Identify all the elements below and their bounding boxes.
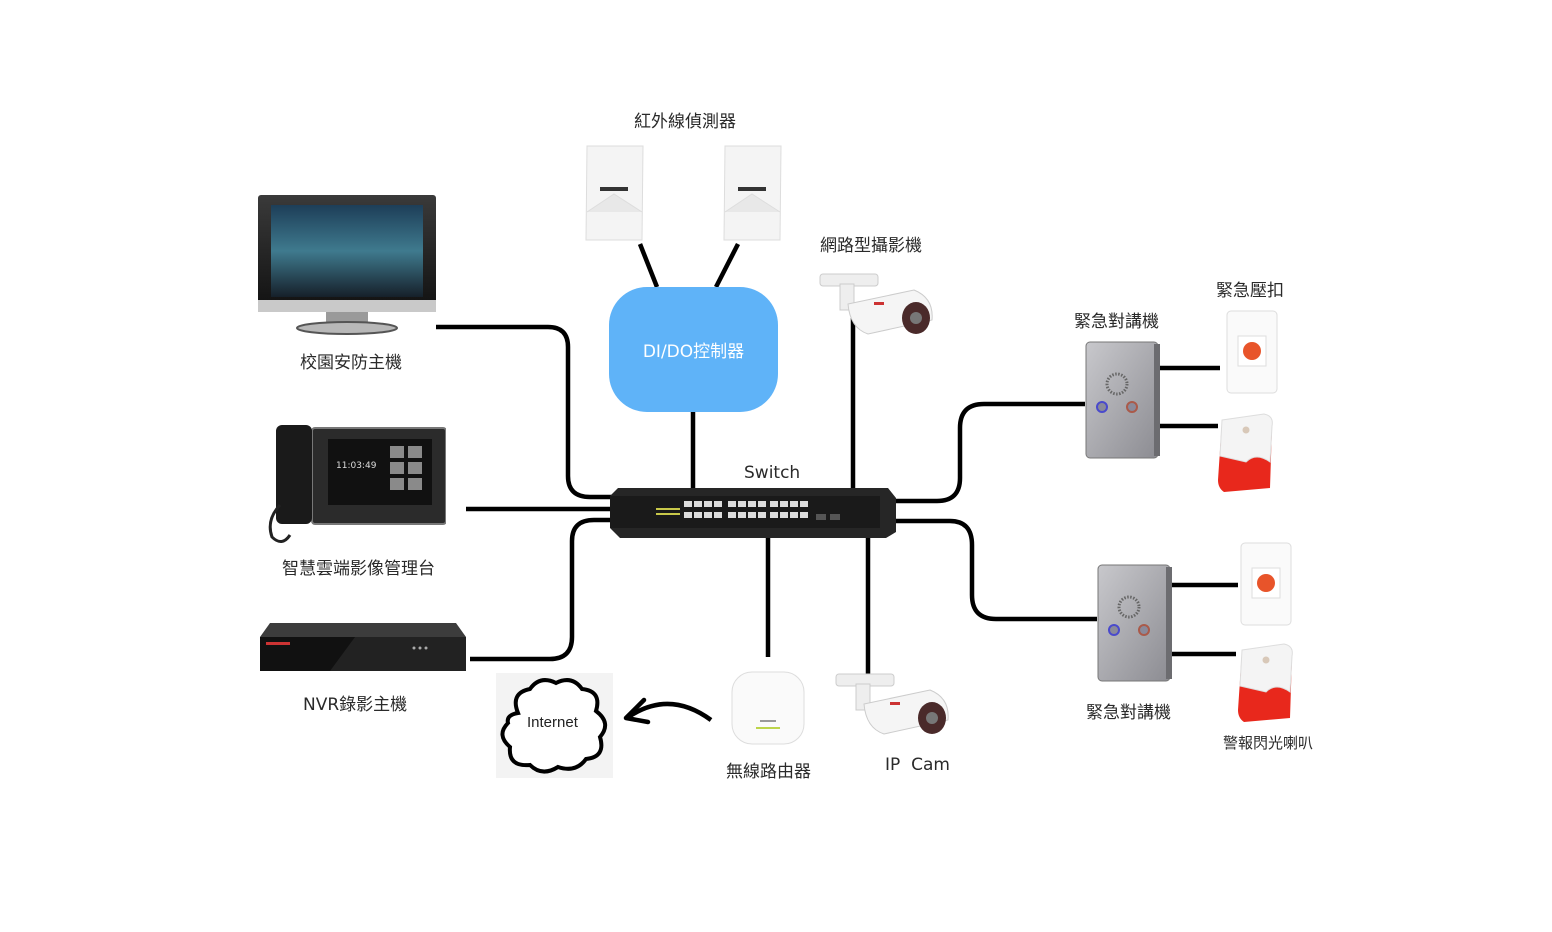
monitor-icon — [258, 195, 436, 335]
network-switch[interactable] — [610, 488, 896, 538]
network-camera-label: 網路型攝影機 — [820, 236, 922, 256]
internet-label: Internet — [527, 714, 578, 731]
intercom-panel-icon — [1085, 341, 1160, 459]
campus-host-node[interactable] — [258, 195, 436, 335]
nvr-label: NVR錄影主機 — [303, 695, 408, 715]
bullet-camera-icon — [835, 673, 949, 735]
wireless-router-node[interactable] — [730, 670, 806, 746]
strobe-siren-icon — [1238, 643, 1293, 722]
ip-cam-node[interactable] — [834, 670, 954, 746]
pir-sensor-1[interactable] — [584, 142, 646, 242]
cloud-console-node[interactable]: 11:03:49 — [262, 425, 447, 547]
panic-button-icon — [1240, 542, 1292, 626]
strobe-siren-1[interactable] — [1216, 412, 1278, 494]
pir-sensor-2[interactable] — [722, 142, 784, 242]
campus-host-label: 校園安防主機 — [300, 353, 402, 373]
strobe-siren-icon — [1218, 413, 1273, 492]
dido-controller-label: DI/DO控制器 — [642, 342, 745, 362]
intercom-2-node[interactable] — [1096, 563, 1174, 683]
strobe-siren-2[interactable] — [1236, 642, 1298, 724]
intercom-2-label: 緊急對講機 — [1086, 703, 1171, 723]
arrow-head-icon — [623, 697, 651, 725]
dido-controller[interactable]: DI/DO控制器 — [609, 287, 778, 412]
pir-sensor-icon — [585, 145, 644, 241]
console-clock: 11:03:49 — [336, 461, 377, 471]
panic-button-2[interactable] — [1240, 542, 1292, 626]
panic-button-1[interactable] — [1226, 310, 1278, 394]
wire-campus-host — [436, 324, 620, 500]
cloud-console-label: 智慧雲端影像管理台 — [282, 559, 435, 579]
wire-pir-1 — [637, 243, 660, 288]
nvr-recorder-icon — [260, 623, 466, 671]
panic-button-icon — [1226, 310, 1278, 394]
wifi-access-point-icon — [731, 671, 805, 745]
network-camera-node[interactable] — [818, 268, 938, 344]
switch-icon — [610, 488, 896, 538]
intercom-1-label: 緊急對講機 — [1074, 312, 1159, 332]
nvr-node[interactable] — [260, 623, 466, 671]
internet-node[interactable]: Internet — [496, 673, 613, 778]
intercom-1-node[interactable] — [1084, 340, 1162, 460]
intercom-panel-icon — [1097, 564, 1172, 682]
switch-label: Switch — [744, 463, 801, 483]
video-phone-console-icon — [268, 425, 447, 543]
ip-cam-label: IP Cam — [885, 755, 950, 775]
strobe-siren-label: 警報閃光喇叭 — [1223, 734, 1314, 752]
wire-intercom-2 — [890, 518, 1097, 622]
wire-pir-2 — [713, 242, 741, 289]
wireless-router-label: 無線路由器 — [726, 762, 811, 782]
pir-sensor-icon — [723, 145, 782, 241]
panic-button-label: 緊急壓扣 — [1216, 281, 1284, 301]
wire-nvr — [470, 517, 625, 662]
wire-intercom-1 — [890, 401, 1085, 504]
wire-router-internet — [628, 701, 713, 722]
cloud-icon — [500, 678, 608, 774]
pir-sensors-label: 紅外線偵測器 — [634, 112, 736, 132]
bullet-camera-icon — [819, 273, 933, 335]
